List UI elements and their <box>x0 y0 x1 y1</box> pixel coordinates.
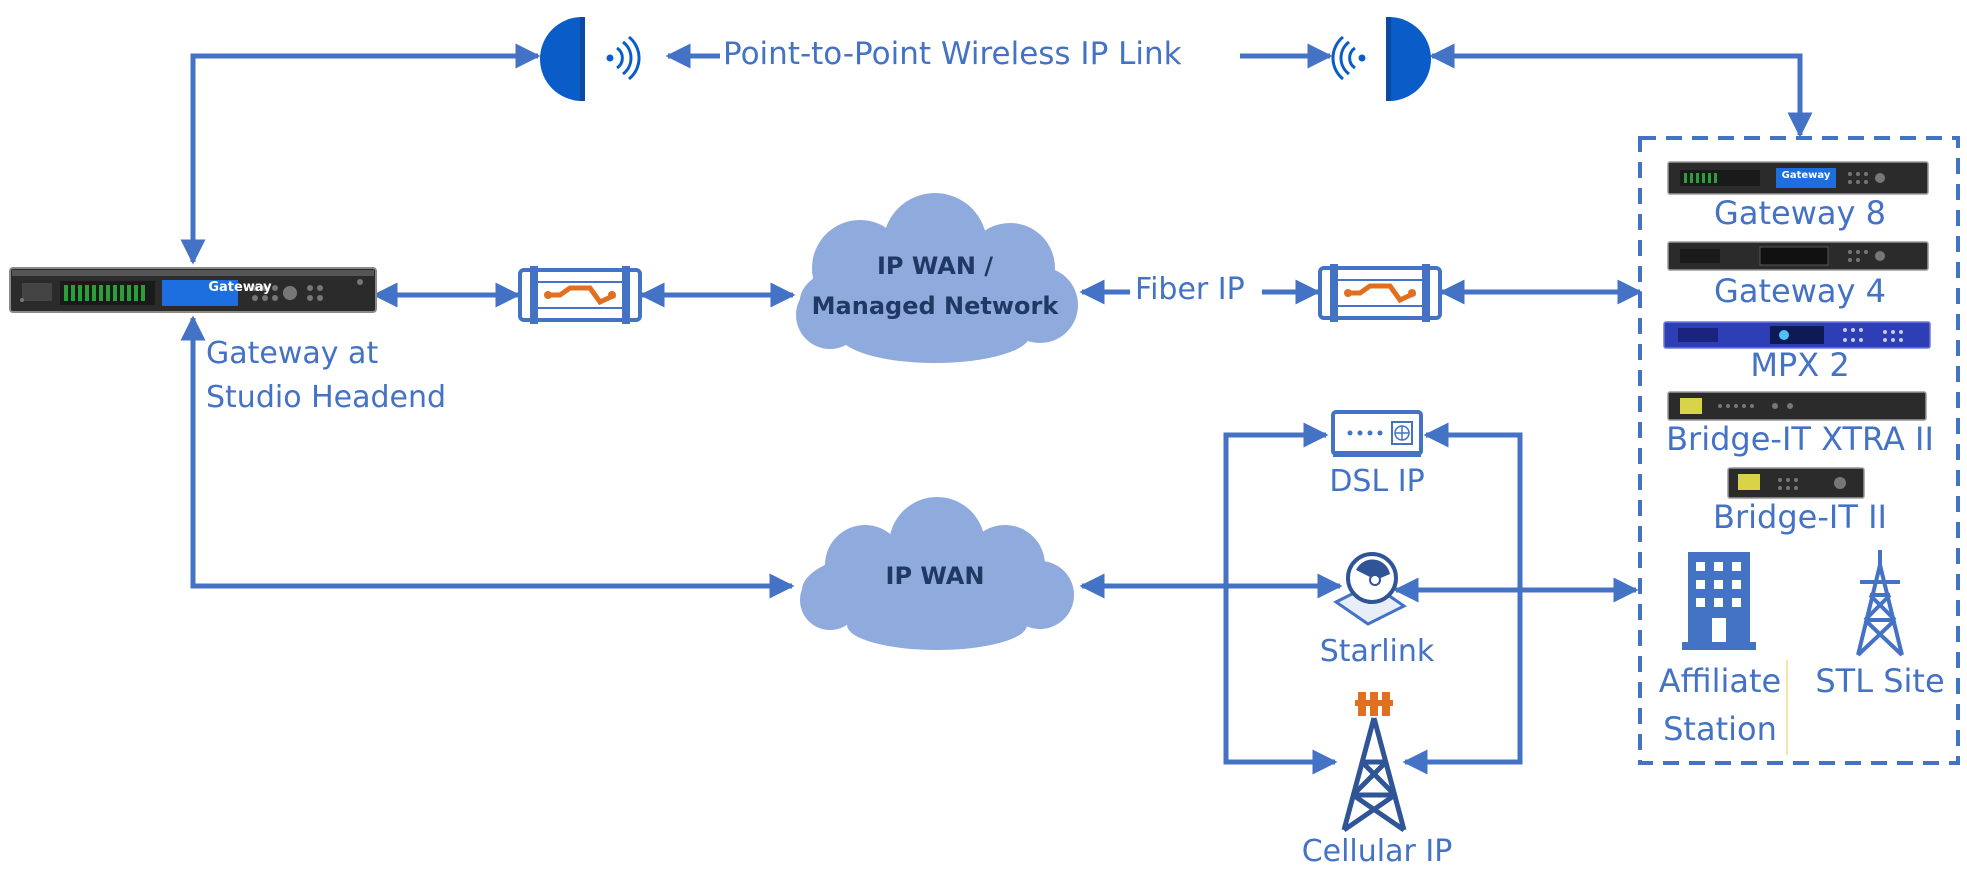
link-studio-to-left-antenna <box>180 43 541 265</box>
gateway-4-device <box>1667 241 1929 271</box>
remote-device-label: Gateway 4 <box>1714 272 1886 310</box>
dsl-ip-label: DSL IP <box>1329 464 1425 499</box>
studio-gateway-label-line1: Gateway at <box>206 336 379 371</box>
remote-device-label: Bridge-IT XTRA II <box>1666 420 1934 458</box>
cell-tower-icon <box>1341 692 1407 833</box>
starlink-dish-icon <box>1333 552 1407 626</box>
gateway-8-screen-text: Gateway <box>1781 170 1831 181</box>
fiber-right-icon <box>1318 264 1442 322</box>
affiliate-station-label-line2: Station <box>1663 710 1777 748</box>
managed-network-cloud-icon <box>796 193 1078 363</box>
bridge-it-ii-device <box>1727 467 1865 499</box>
link-right-loop-to-cell <box>1402 590 1523 775</box>
gateway-8-device <box>1667 161 1929 195</box>
building-icon <box>1682 552 1756 650</box>
fiber-ip-label: Fiber IP <box>1132 272 1248 308</box>
fiber-left-icon <box>518 266 642 324</box>
remote-site-box <box>1638 136 1960 765</box>
link-left-loop-to-dsl <box>1223 422 1329 586</box>
link-left-loop-to-cell <box>1223 586 1338 775</box>
remote-device-label: Gateway 8 <box>1714 194 1886 232</box>
remote-device-label: MPX 2 <box>1750 346 1850 384</box>
bridge-it-xtra-ii-device <box>1667 391 1927 421</box>
left-antenna-icon <box>540 17 641 101</box>
right-antenna-icon <box>1331 17 1431 101</box>
cellular-ip-label: Cellular IP <box>1301 834 1453 869</box>
affiliate-station-label-line1: Affiliate <box>1658 662 1782 700</box>
remote-device-label: Bridge-IT II <box>1713 498 1887 536</box>
studio-gateway-label-line2: Studio Headend <box>206 380 447 415</box>
dsl-modem-icon <box>1331 410 1423 457</box>
link-right-loop-to-dsl <box>1423 422 1523 590</box>
managed-network-label-line2: Managed Network <box>811 292 1059 320</box>
starlink-label: Starlink <box>1319 634 1435 669</box>
studio-gateway-device <box>9 267 377 313</box>
ip-wan-label: IP WAN <box>885 562 985 590</box>
transmission-tower-icon <box>1856 550 1904 657</box>
stl-site-label: STL Site <box>1815 662 1945 700</box>
studio-gateway-screen-text: Gateway <box>208 280 272 295</box>
mpx-2-device <box>1663 321 1931 349</box>
link-studio-to-ip-wan <box>180 315 795 599</box>
managed-network-label-line1: IP WAN / <box>876 252 994 280</box>
wireless-link-label: Point-to-Point Wireless IP Link <box>720 36 1185 74</box>
ip-wan-cloud-icon <box>800 497 1074 650</box>
link-right-antenna-to-remote <box>1429 43 1813 138</box>
links <box>180 43 1813 775</box>
